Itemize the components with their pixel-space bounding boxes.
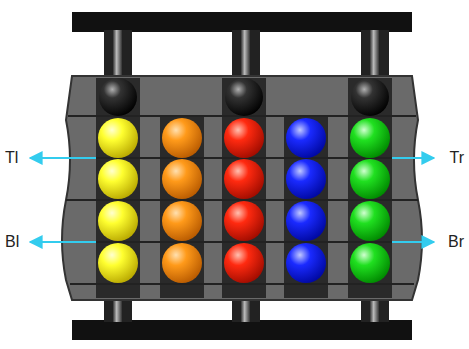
corner-label: Br (448, 234, 464, 250)
yellow-balls (98, 118, 138, 283)
black-balls (99, 78, 389, 116)
red-balls (224, 118, 264, 283)
corner-label: Tl (5, 150, 18, 166)
blue-balls (286, 118, 326, 283)
grid-lines (66, 116, 418, 284)
puzzle-body (62, 76, 422, 300)
corner-label: Bl (5, 234, 19, 250)
pointer-arrows (30, 158, 434, 242)
orange-balls (162, 118, 202, 283)
green-balls (350, 118, 390, 283)
corner-label: Tr (449, 150, 464, 166)
top-bar (72, 12, 412, 32)
bottom-bar (72, 320, 412, 340)
column-channels (96, 78, 392, 298)
